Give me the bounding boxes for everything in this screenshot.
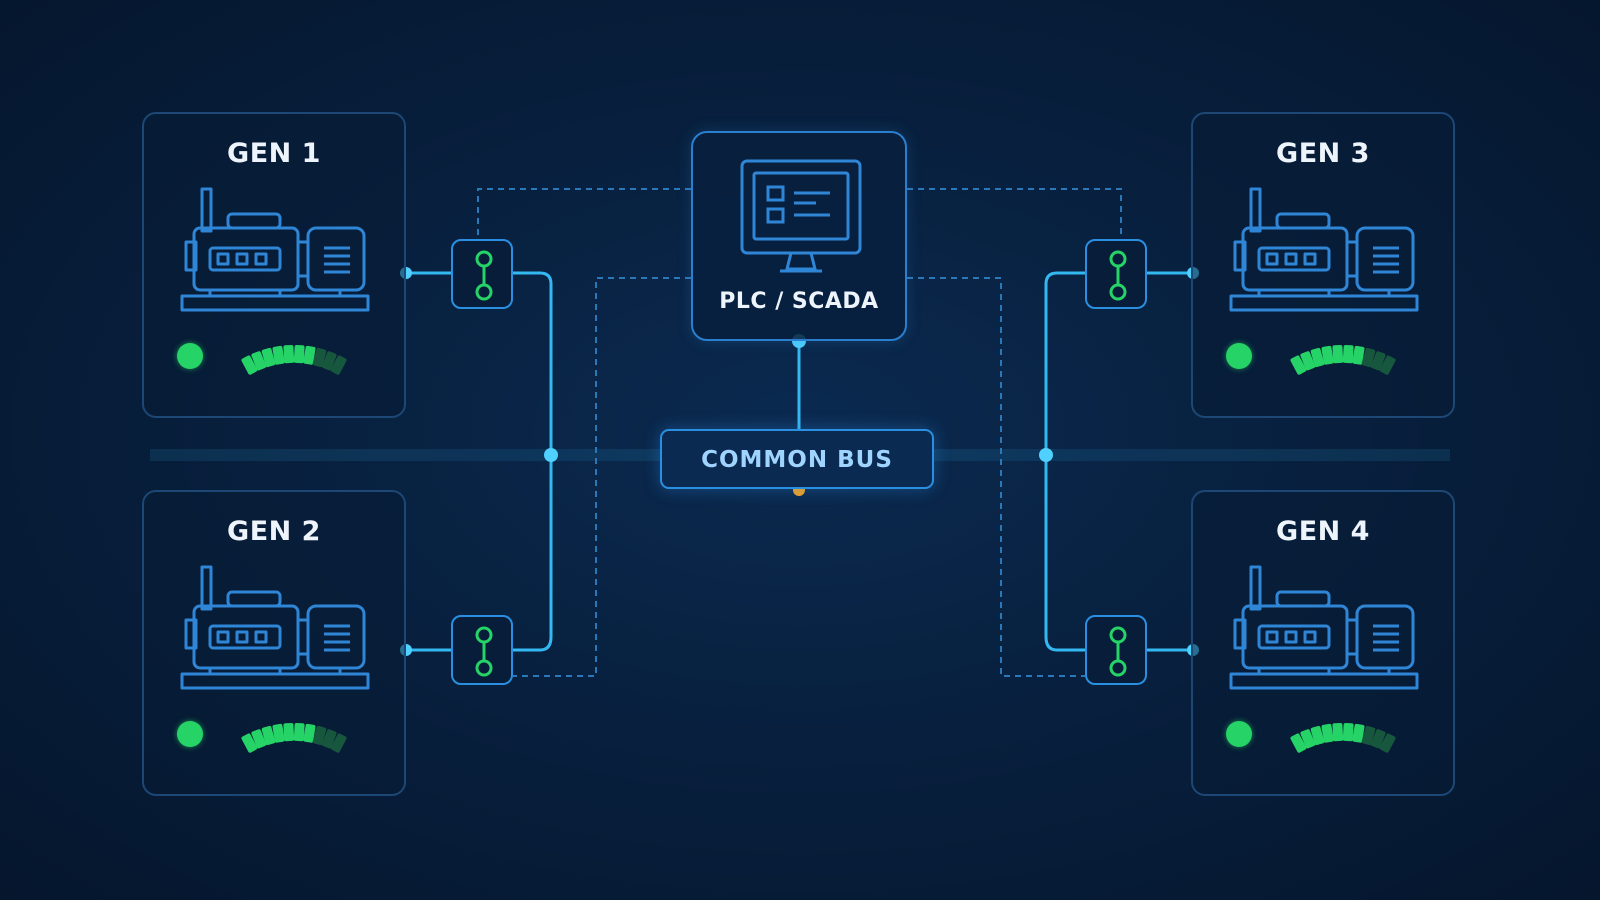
generator-panel-gen3[interactable]: GEN 3 <box>1191 112 1455 418</box>
breaker-gen1[interactable] <box>451 239 513 309</box>
breaker-gen4[interactable] <box>1085 615 1147 685</box>
gauge-segment-lit <box>1300 351 1316 371</box>
gauge-segment-dim <box>1361 725 1376 746</box>
gauge-segment-lit <box>1342 722 1354 742</box>
gauge-segment-lit <box>261 725 276 746</box>
control-link-gen3 <box>907 188 1122 239</box>
gauge-segment-lit <box>241 733 258 753</box>
load-gauge <box>1273 717 1413 761</box>
generator-title: GEN 1 <box>227 138 321 169</box>
generator-icon <box>180 184 370 318</box>
gauge-segment-lit <box>1321 345 1334 365</box>
generator-icon <box>180 562 370 696</box>
gauge-segment-dim <box>321 351 337 371</box>
common-bus-box[interactable]: COMMON BUS <box>660 429 934 489</box>
generator-title: GEN 4 <box>1276 516 1370 547</box>
gauge-segment-lit <box>1332 722 1344 742</box>
status-indicator <box>177 721 203 747</box>
bus-label: COMMON BUS <box>701 447 893 473</box>
junction-right-bus <box>1039 448 1053 462</box>
control-link-gen4 <box>907 277 1085 677</box>
gauge-segment-lit <box>1332 344 1344 364</box>
gauge-segment-lit <box>251 351 267 371</box>
gauge-segment-dim <box>321 729 337 749</box>
gauge-segment-dim <box>312 347 327 368</box>
gauge-segment-lit <box>283 344 295 364</box>
gauge-segment-lit <box>1290 355 1307 375</box>
gauge-segment-dim <box>330 355 347 375</box>
breaker-icon <box>1109 250 1127 301</box>
monitor-icon <box>738 157 864 281</box>
status-indicator <box>1226 721 1252 747</box>
wire-right-feeder <box>1044 271 1085 652</box>
control-link-gen1 <box>477 188 691 239</box>
plc-label: PLC / SCADA <box>719 289 879 314</box>
generator-icon <box>1229 562 1419 696</box>
plc-scada-panel[interactable]: PLC / SCADA <box>691 131 907 341</box>
gauge-segment-lit <box>272 723 285 743</box>
gauge-segment-dim <box>330 733 347 753</box>
generator-title: GEN 2 <box>227 516 321 547</box>
gauge-segment-lit <box>1352 723 1365 743</box>
gauge-segment-lit <box>293 722 305 742</box>
gauge-segment-lit <box>1352 345 1365 365</box>
load-gauge <box>224 717 364 761</box>
gauge-segment-dim <box>1370 351 1386 371</box>
generator-icon <box>1229 184 1419 318</box>
gauge-segment-lit <box>1342 344 1354 364</box>
breaker-gen2[interactable] <box>451 615 513 685</box>
gauge-segment-lit <box>293 344 305 364</box>
gauge-segment-dim <box>1361 347 1376 368</box>
breaker-icon <box>475 250 493 301</box>
breaker-icon <box>1109 626 1127 677</box>
gauge-segment-dim <box>1379 733 1396 753</box>
gauge-segment-lit <box>241 355 258 375</box>
gauge-segment-lit <box>272 345 285 365</box>
junction-left-bus <box>544 448 558 462</box>
generator-title: GEN 3 <box>1276 138 1370 169</box>
gauge-segment-lit <box>303 345 316 365</box>
status-indicator <box>1226 343 1252 369</box>
gauge-segment-dim <box>312 725 327 746</box>
status-indicator <box>177 343 203 369</box>
generator-panel-gen4[interactable]: GEN 4 <box>1191 490 1455 796</box>
gauge-segment-lit <box>1300 729 1316 749</box>
gauge-segment-lit <box>251 729 267 749</box>
gauge-segment-lit <box>303 723 316 743</box>
gauge-segment-lit <box>1321 723 1334 743</box>
gauge-segment-lit <box>1290 733 1307 753</box>
breaker-gen3[interactable] <box>1085 239 1147 309</box>
gauge-segment-lit <box>283 722 295 742</box>
generator-panel-gen1[interactable]: GEN 1 <box>142 112 406 418</box>
gauge-segment-lit <box>1310 347 1325 368</box>
gauge-segment-dim <box>1370 729 1386 749</box>
control-links <box>477 188 1122 677</box>
breaker-icon <box>475 626 493 677</box>
load-gauge <box>224 339 364 383</box>
load-gauge <box>1273 339 1413 383</box>
gauge-segment-dim <box>1379 355 1396 375</box>
wire-left-feeder <box>513 271 553 652</box>
control-link-gen2 <box>513 277 691 677</box>
generator-panel-gen2[interactable]: GEN 2 <box>142 490 406 796</box>
gauge-segment-lit <box>261 347 276 368</box>
gauge-segment-lit <box>1310 725 1325 746</box>
